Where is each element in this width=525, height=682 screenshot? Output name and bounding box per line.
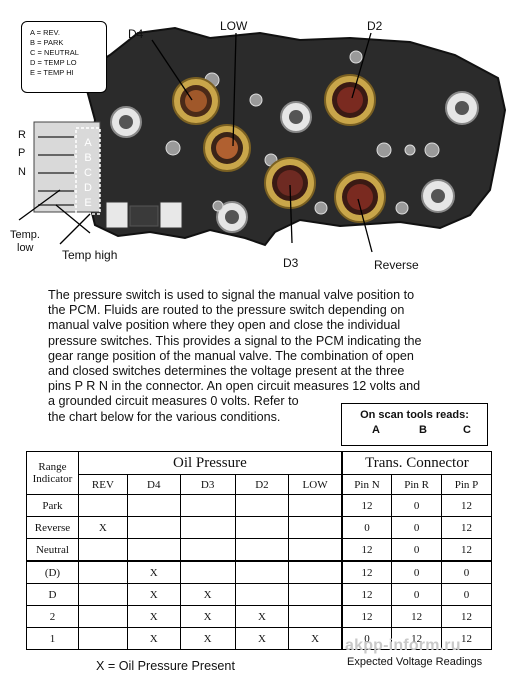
connector-letter: D <box>84 182 92 194</box>
col-header: D4 <box>126 474 181 495</box>
range-indicator-header: Range Indicator <box>26 451 79 495</box>
paragraph-line: a grounded circuit measures 0 volts. Ref… <box>48 394 299 409</box>
switch-reverse <box>334 171 386 223</box>
connector-letter: C <box>84 167 92 179</box>
range-header-line: Range <box>38 461 67 473</box>
switch-d4 <box>172 77 220 125</box>
table-caption: Expected Voltage Readings <box>347 656 483 668</box>
paragraph-line: gear range position of the manual valve.… <box>48 348 414 363</box>
pressure-switch-photo <box>18 26 507 253</box>
label-temp-low-2: low <box>17 242 34 254</box>
label-pin-r: R <box>18 129 26 141</box>
paragraph-line: pins P R N in the connector. An open cir… <box>48 379 421 394</box>
paragraph-line: manual valve position where they open an… <box>48 318 401 333</box>
label-low: LOW <box>220 19 248 33</box>
label-reverse: Reverse <box>374 258 419 272</box>
paragraph-line: the PCM. Fluids are routed to the pressu… <box>48 303 405 318</box>
oil-pressure-legend: X = Oil Pressure Present <box>96 659 235 673</box>
range-header-line: Indicator <box>32 473 73 485</box>
legend-item: E = TEMP HI <box>30 68 74 77</box>
label-pin-n: N <box>18 166 26 178</box>
col-header: Pin R <box>391 474 443 495</box>
scan-tool-title: On scan tools reads: <box>360 409 469 421</box>
connector-letter: A <box>84 137 92 149</box>
scan-col-c: C <box>463 424 471 436</box>
label-d2: D2 <box>367 19 383 33</box>
paragraph-line: and closed switches determines the volta… <box>48 364 405 379</box>
label-pin-p: P <box>18 147 26 159</box>
trans-connector-header: Trans. Connector <box>340 451 492 475</box>
switch-low <box>203 124 251 172</box>
description-paragraph: The pressure switch is used to signal th… <box>48 288 468 425</box>
watermark: akpp-inform.ru <box>345 637 461 654</box>
col-header: LOW <box>288 474 343 495</box>
label-d3: D3 <box>283 256 299 270</box>
legend-item: C = NEUTRAL <box>30 48 79 57</box>
legend-item: A = REV. <box>30 28 60 37</box>
scan-col-a: A <box>372 424 380 436</box>
label-temp-low-1: Temp. <box>10 229 40 241</box>
col-header: D2 <box>234 474 290 495</box>
label-d4: D4 <box>128 27 144 41</box>
connector-letter: E <box>84 197 92 209</box>
col-header: D3 <box>179 474 236 495</box>
paragraph-line: pressure switches. This provides a signa… <box>48 333 422 348</box>
col-header: Pin N <box>340 474 393 495</box>
legend-item: B = PARK <box>30 38 64 47</box>
col-header: Pin P <box>441 474 492 495</box>
paragraph-line: The pressure switch is used to signal th… <box>48 288 415 302</box>
legend-item: D = TEMP LO <box>30 58 77 67</box>
switch-d2 <box>324 74 376 126</box>
connector-legend-box: A = REV. B = PARK C = NEUTRAL D = TEMP L… <box>21 21 107 93</box>
paragraph-line: the chart below for the various conditio… <box>48 409 281 424</box>
connector-letter: B <box>84 152 92 164</box>
label-temp-high: Temp high <box>62 248 118 262</box>
voltage-table: Range Indicator Oil Pressure Trans. Conn… <box>26 451 492 650</box>
switch-d3 <box>264 157 316 209</box>
scan-tool-box: On scan tools reads: A B C <box>341 403 488 446</box>
oil-pressure-header: Oil Pressure <box>77 451 343 475</box>
col-header: REV <box>77 474 128 495</box>
scan-col-b: B <box>419 424 427 436</box>
connector-letters: A B C D E <box>80 136 96 211</box>
